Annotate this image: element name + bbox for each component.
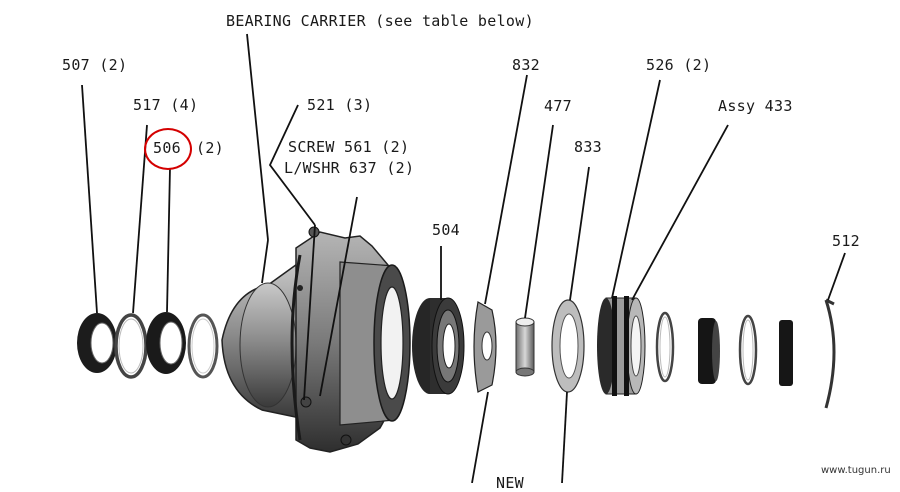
label-part-477: 477: [544, 97, 572, 115]
label-assy-433: Assy 433: [718, 97, 793, 115]
label-part-507: 507 (2): [62, 56, 128, 74]
label-part-517: 517 (4): [133, 96, 199, 114]
label-lock-washer: L/WSHR: [284, 159, 340, 177]
seal-506: [146, 312, 186, 374]
bearing-504: [412, 297, 465, 395]
label-part-833: 833: [574, 138, 602, 156]
label-new: NEW: [496, 474, 524, 492]
circlip-512: [824, 298, 836, 409]
label-part-521: 521 (3): [307, 96, 373, 114]
ring-right-1: [655, 311, 675, 383]
o-ring-517-second: [187, 313, 219, 379]
label-part-637: 637 (2): [349, 159, 415, 177]
label-bearing-carrier: BEARING CARRIER (see table below): [226, 12, 534, 30]
assembly-433: [597, 296, 646, 396]
label-part-832: 832: [512, 56, 540, 74]
label-part-504: 504: [432, 221, 460, 239]
seal-right-2: [779, 320, 793, 386]
watermark: www.tugun.ru: [821, 465, 891, 476]
highlight-circle-506: [144, 128, 192, 170]
label-part-512: 512: [832, 232, 860, 250]
washer-832: [473, 301, 497, 393]
label-screw-561: SCREW 561 (2): [288, 138, 410, 156]
sleeve-477: [515, 317, 535, 377]
bearing-carrier-body: [221, 226, 411, 453]
label-part-506-qty: (2): [196, 139, 224, 157]
label-part-526: 526 (2): [646, 56, 712, 74]
seal-right-1: [698, 318, 720, 384]
seal-507: [77, 313, 117, 373]
ring-right-2: [738, 314, 758, 386]
o-ring-517: [114, 313, 148, 379]
washer-833: [551, 299, 585, 393]
